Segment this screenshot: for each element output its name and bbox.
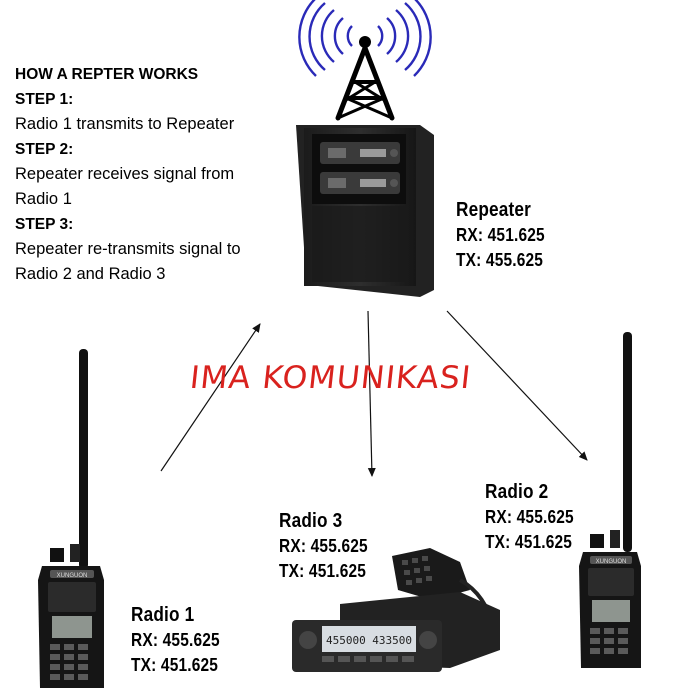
arrow-repeater-to-radio2 [446, 310, 588, 461]
step3-title: STEP 3: [15, 216, 74, 233]
step3-text-line1: Repeater re-transmits signal to [15, 240, 241, 258]
radio1-tx: TX: 451.625 [131, 655, 219, 675]
radio3-tx: TX: 451.625 [279, 561, 367, 581]
signal-arrows [160, 310, 588, 477]
step2-text-line1: Repeater receives signal from [15, 165, 235, 183]
mobile-radio-display-text: 455000 433500 [326, 634, 412, 647]
repeater-label: Repeater RX: 451.625 TX: 455.625 [456, 198, 545, 273]
repeater-tx: TX: 455.625 [456, 250, 544, 270]
radio2-rx: RX: 455.625 [485, 507, 574, 527]
steps-text-block: HOW A REPTER WORKS STEP 1: Radio 1 trans… [15, 62, 305, 287]
radio1-label: Radio 1 RX: 455.625 TX: 451.625 [131, 603, 220, 678]
radio3-name: Radio 3 [279, 510, 343, 532]
watermark-text: IMA KOMUNIKASI [188, 360, 474, 396]
radio3-label: Radio 3 RX: 455.625 TX: 451.625 [279, 509, 368, 584]
arrow-radio1-to-repeater [160, 323, 261, 472]
radio1-handheld-icon: XUNGUON [38, 349, 104, 688]
step2-title: STEP 2: [15, 141, 74, 158]
radio2-tx: TX: 451.625 [485, 532, 573, 552]
step2-text-line2: Radio 1 [15, 190, 72, 208]
arrow-repeater-to-radio3 [367, 310, 376, 477]
step1-text: Radio 1 transmits to Repeater [15, 115, 235, 133]
radio1-rx: RX: 455.625 [131, 630, 220, 650]
antenna-tower-icon [335, 36, 395, 121]
radio3-mobile-icon: 455000 433500 [292, 548, 500, 672]
radio1-brand-label: XUNGUON [57, 573, 88, 579]
repeater-cabinet-icon [296, 125, 434, 297]
radio2-handheld-icon: XUNGUON [579, 332, 641, 668]
radio3-rx: RX: 455.625 [279, 536, 368, 556]
repeater-name: Repeater [456, 199, 531, 221]
radio2-label: Radio 2 RX: 455.625 TX: 451.625 [485, 480, 574, 555]
radio1-name: Radio 1 [131, 604, 195, 626]
steps-heading: HOW A REPTER WORKS [15, 66, 199, 83]
signal-waves-icon [298, 0, 432, 77]
step3-text-line2: Radio 2 and Radio 3 [15, 265, 166, 283]
repeater-rx: RX: 451.625 [456, 225, 545, 245]
radio2-brand-label: XUNGUON [596, 559, 627, 565]
step1-title: STEP 1: [15, 91, 74, 108]
radio2-name: Radio 2 [485, 481, 549, 503]
